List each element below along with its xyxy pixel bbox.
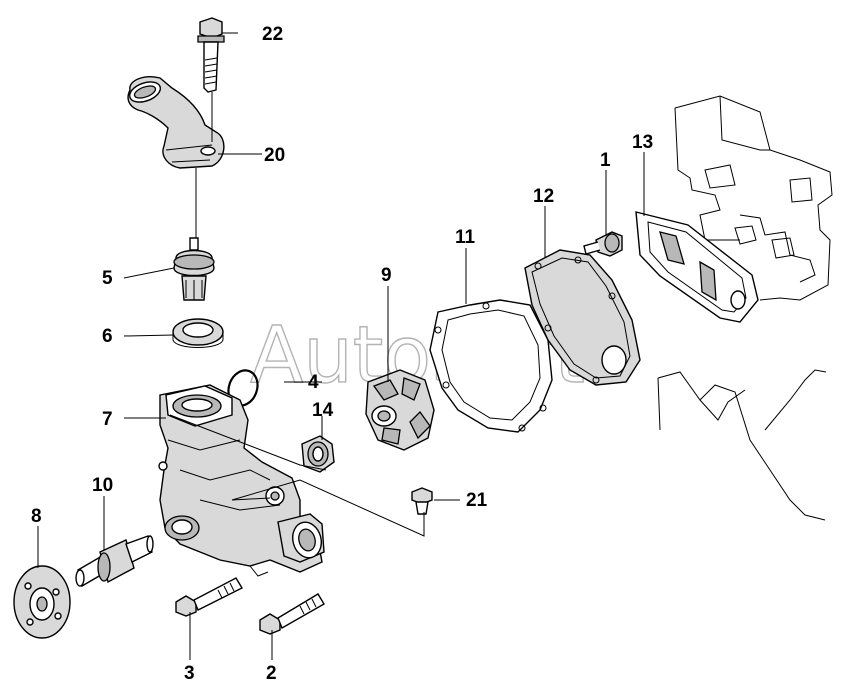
- callout-6: 6: [102, 326, 113, 347]
- callout-1: 1: [600, 150, 611, 171]
- part-3-bolt: [175, 577, 243, 617]
- callout-8: 8: [31, 506, 42, 527]
- callout-labels: 22 20 5 6 7 4 14 9 11 12 1 13 21 8 10 3 …: [31, 24, 653, 684]
- callout-3: 3: [184, 663, 195, 684]
- callout-14: 14: [312, 400, 334, 421]
- callout-13: 13: [632, 132, 653, 153]
- callout-20: 20: [264, 145, 285, 166]
- engine-block-outline: [657, 95, 833, 521]
- part-5-thermostat: [173, 237, 215, 301]
- callout-4: 4: [308, 372, 319, 393]
- part-13-gasket-plate: [635, 211, 759, 323]
- part-20-outlet-elbow: [127, 76, 225, 169]
- part-22-plug: [411, 487, 433, 515]
- part-10-bearing-shaft: [75, 535, 154, 588]
- callout-12: 12: [533, 186, 554, 207]
- part-1-screw: [583, 231, 623, 257]
- callout-11: 11: [455, 227, 476, 248]
- part-6-seal-ring: [172, 318, 224, 348]
- part-2-bolt: [259, 593, 325, 635]
- part-12-cover-plate: [524, 249, 641, 386]
- leader-lines: [37, 32, 645, 660]
- part-7-pump-housing: [158, 384, 325, 577]
- callout-5: 5: [102, 268, 113, 289]
- callout-2: 2: [266, 663, 277, 684]
- part-9-impeller: [365, 369, 435, 451]
- part-11-gasket: [429, 299, 553, 433]
- callout-7: 7: [102, 409, 113, 430]
- part-14-bushing: [301, 435, 335, 473]
- callout-9: 9: [381, 265, 392, 286]
- part-21-bolt: [197, 17, 225, 93]
- callout-22: 21: [466, 490, 488, 511]
- callout-21: 22: [262, 24, 283, 45]
- part-8-pulley-flange: [13, 565, 71, 639]
- callout-10: 10: [92, 475, 113, 496]
